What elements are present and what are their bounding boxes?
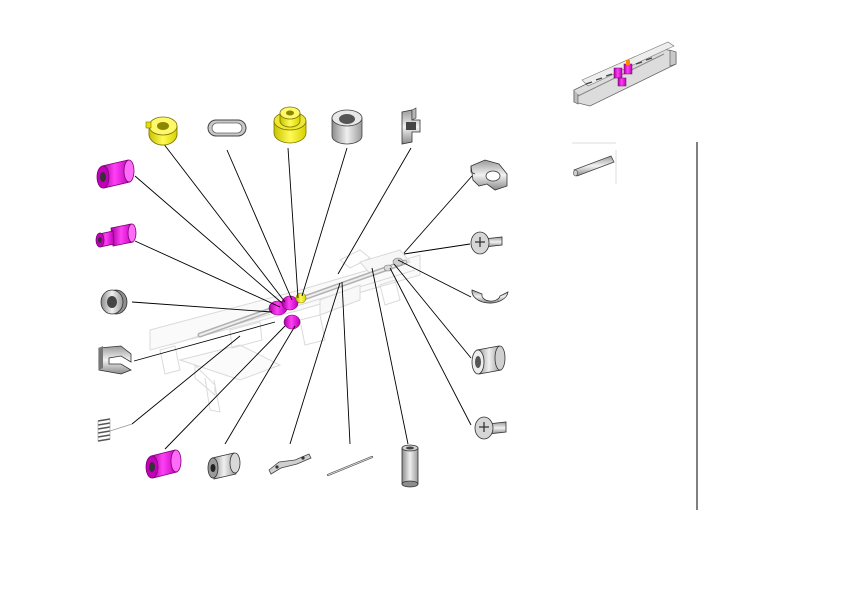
assembly-shaft (197, 257, 408, 338)
shaft-part-thumbnail (572, 142, 617, 184)
bushing-icon (331, 109, 363, 145)
ring-icon (100, 289, 128, 315)
screw-icon (470, 231, 503, 255)
cam-icon (207, 452, 241, 480)
magenta-stepped-roller-icon (95, 223, 137, 248)
latch-icon (470, 159, 508, 191)
magenta-roller-icon (145, 449, 182, 479)
bushing-icon (471, 345, 506, 375)
e-ring-icon (471, 289, 509, 304)
yellow-flanged-gear-icon (145, 116, 178, 146)
oval-ring-icon (207, 119, 247, 137)
bracket-icon (401, 107, 421, 145)
spring-icon (97, 418, 133, 442)
assembly-overview-thumbnail (561, 5, 682, 133)
sleeve-icon (401, 444, 419, 488)
leader-lines (131, 142, 473, 450)
screw-icon (474, 416, 507, 440)
magenta-roller-icon (96, 159, 135, 189)
lever-icon (268, 453, 312, 475)
yellow-stepped-gear-icon (273, 106, 307, 144)
assembly-ghost (149, 249, 421, 413)
pin-icon (326, 455, 374, 477)
clip-icon (98, 345, 132, 375)
